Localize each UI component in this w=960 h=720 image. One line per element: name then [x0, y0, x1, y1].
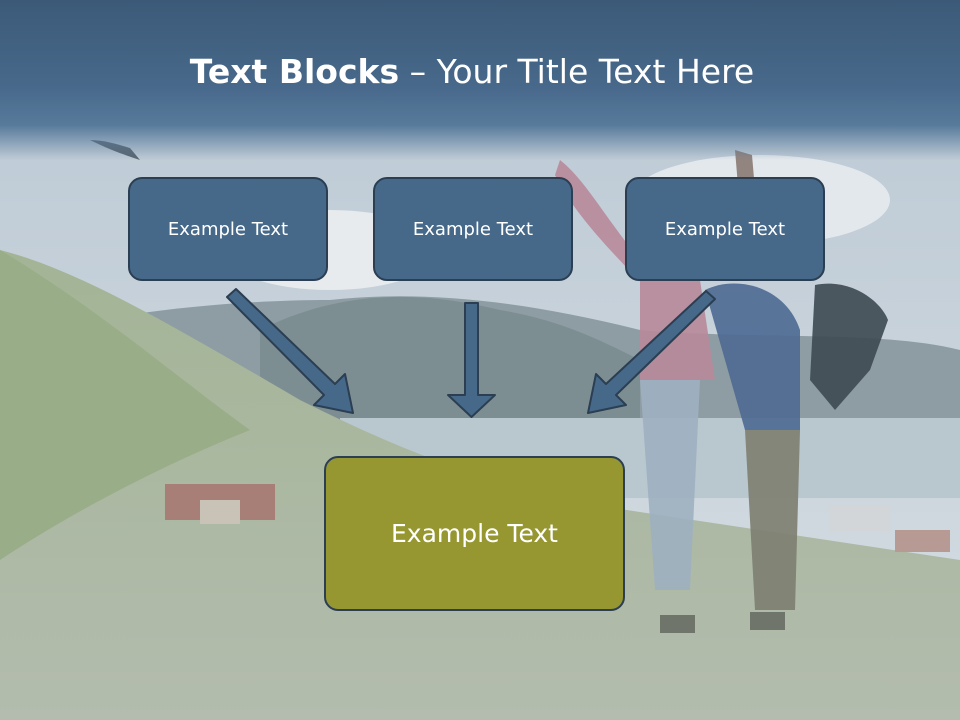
- text-block-3-label: Example Text: [664, 218, 786, 240]
- text-block-3[interactable]: Example Text: [625, 177, 825, 281]
- text-block-2[interactable]: Example Text: [373, 177, 573, 281]
- title-bold: Text Blocks: [189, 52, 400, 91]
- arrow-left-icon: [226, 288, 354, 414]
- result-block-label: Example Text: [391, 519, 558, 548]
- page-title: Text Blocks – Your Title Text Here: [0, 52, 944, 91]
- text-block-1[interactable]: Example Text: [128, 177, 328, 281]
- title-bar: [0, 0, 960, 160]
- title-rest: – Your Title Text Here: [399, 52, 755, 91]
- text-block-1-label: Example Text: [167, 218, 289, 240]
- text-block-2-label: Example Text: [412, 218, 534, 240]
- arrow-down-icon: [447, 302, 496, 418]
- arrow-right-icon: [587, 290, 716, 414]
- result-block[interactable]: Example Text: [324, 456, 625, 611]
